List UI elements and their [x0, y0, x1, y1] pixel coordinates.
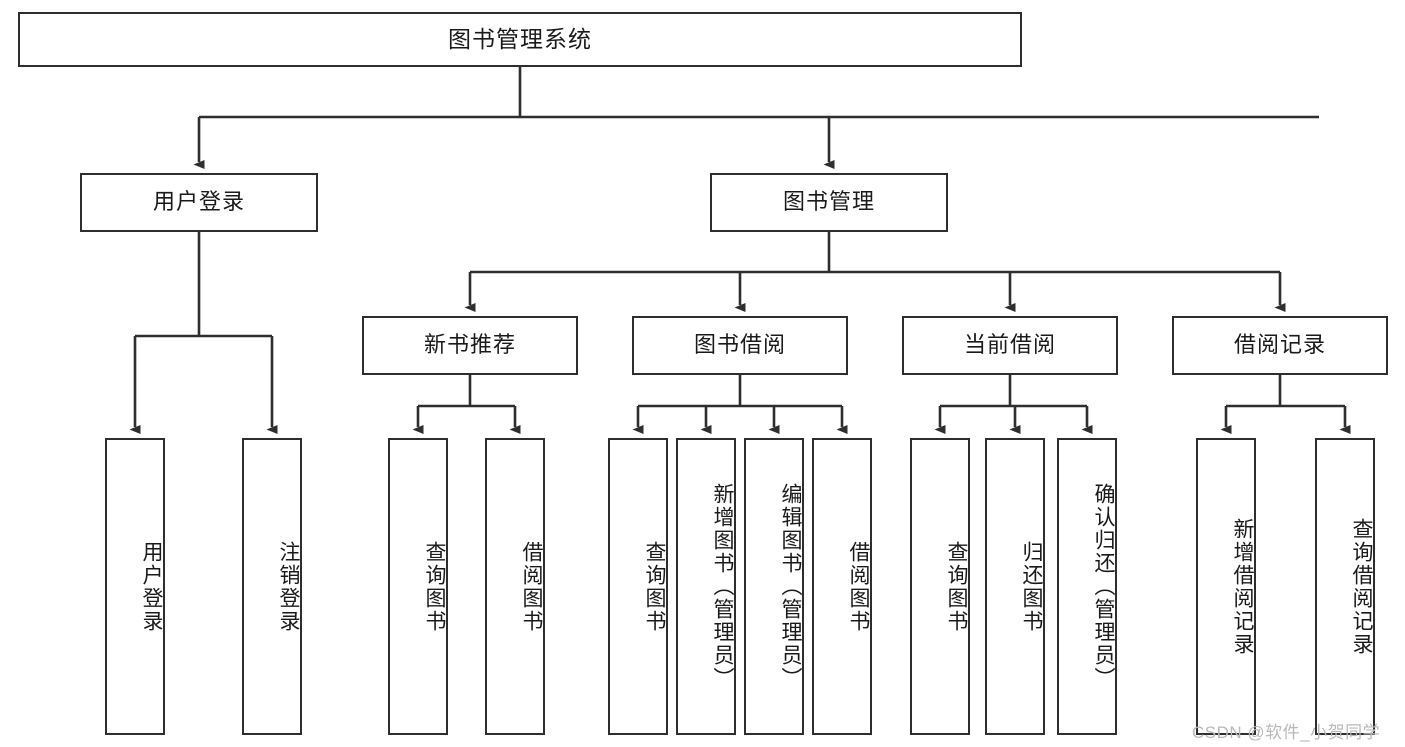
edge-group-current-borrow: [934, 375, 1093, 434]
node-user-login[interactable]: 用户登录: [80, 173, 318, 232]
leaf-query-book-new[interactable]: 查询图书: [388, 438, 448, 735]
leaf-confirm-return-admin[interactable]: 确认归还（管理员）: [1057, 438, 1117, 735]
leaf-user-login[interactable]: 用户登录: [105, 438, 165, 735]
edge-group-root: [193, 67, 1319, 169]
node-label: 查询图书: [423, 540, 446, 633]
leaf-borrow-book[interactable]: 借阅图书: [812, 438, 872, 735]
node-label: 新增借阅记录: [1231, 517, 1254, 656]
node-borrow-record[interactable]: 借阅记录: [1172, 316, 1388, 375]
node-label: 借阅记录: [1233, 332, 1326, 358]
node-label: 借阅图书: [847, 540, 870, 633]
leaf-return-book[interactable]: 归还图书: [985, 438, 1045, 735]
node-book-borrow[interactable]: 图书借阅: [632, 316, 848, 375]
leaf-query-book-borrow[interactable]: 查询图书: [608, 438, 668, 735]
node-label: 当前借阅: [963, 332, 1056, 358]
leaf-query-borrow-record[interactable]: 查询借阅记录: [1315, 438, 1375, 735]
edge-group-new-book: [412, 375, 521, 434]
leaf-edit-book-admin[interactable]: 编辑图书（管理员）: [744, 438, 804, 735]
leaf-borrow-book-new[interactable]: 借阅图书: [485, 438, 545, 735]
leaf-logout[interactable]: 注销登录: [242, 438, 302, 735]
leaf-add-book-admin[interactable]: 新增图书（管理员）: [676, 438, 736, 735]
node-label: 查询借阅记录: [1350, 517, 1373, 656]
node-label: 新增图书（管理员）: [711, 483, 734, 690]
node-label: 编辑图书（管理员）: [779, 483, 802, 690]
node-label: 用户登录: [152, 189, 245, 215]
node-label: 用户登录: [140, 540, 163, 633]
node-label: 查询图书: [643, 540, 666, 633]
node-book-manage[interactable]: 图书管理: [710, 173, 948, 232]
edge-group-borrow-record: [1220, 375, 1351, 434]
node-current-borrow[interactable]: 当前借阅: [902, 316, 1118, 375]
leaf-query-book-current[interactable]: 查询图书: [910, 438, 970, 735]
node-label: 图书管理: [782, 189, 875, 215]
node-label: 查询图书: [945, 540, 968, 633]
edge-group-book-borrow: [632, 375, 848, 434]
node-label: 归还图书: [1020, 540, 1043, 633]
node-label: 注销登录: [277, 540, 300, 633]
node-label: 确认归还（管理员）: [1092, 483, 1115, 690]
edge-group-user-login: [129, 232, 278, 434]
node-label: 新书推荐: [423, 332, 516, 358]
leaf-add-borrow-record[interactable]: 新增借阅记录: [1196, 438, 1256, 735]
node-new-book-recommend[interactable]: 新书推荐: [362, 316, 578, 375]
node-label: 图书借阅: [693, 332, 786, 358]
node-label: 借阅图书: [520, 540, 543, 633]
node-root-system[interactable]: 图书管理系统: [18, 12, 1022, 67]
node-label: 图书管理系统: [448, 25, 592, 52]
edge-group-book-manage: [464, 232, 1286, 312]
csdn-watermark: CSDN @软件_小贺同学: [1192, 723, 1381, 742]
